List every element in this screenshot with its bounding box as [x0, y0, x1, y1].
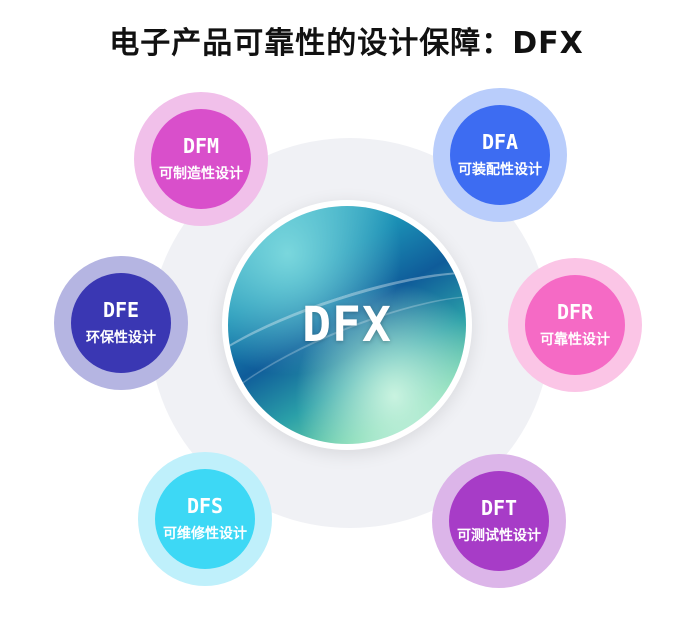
- node-dfm: DFM 可制造性设计: [134, 92, 268, 226]
- node-dfm-disc: DFM 可制造性设计: [151, 109, 251, 209]
- node-dfm-code: DFM: [182, 134, 220, 158]
- node-dfe-name: 环保性设计: [86, 330, 156, 346]
- node-dfs: DFS 可维修性设计: [138, 452, 272, 586]
- node-dfr: DFR 可靠性设计: [508, 258, 642, 392]
- node-dfa-disc: DFA 可装配性设计: [450, 105, 550, 205]
- node-dfa-code: DFA: [481, 130, 519, 154]
- node-dfr-name: 可靠性设计: [540, 332, 610, 348]
- node-dfe-code: DFE: [102, 298, 140, 322]
- center-gradient-disc: [228, 206, 466, 444]
- node-dfs-disc: DFS 可维修性设计: [155, 469, 255, 569]
- page-title: 电子产品可靠性的设计保障：DFX: [109, 26, 584, 61]
- node-dft: DFT 可测试性设计: [432, 454, 566, 588]
- node-dfr-disc: DFR 可靠性设计: [525, 275, 625, 375]
- node-dfs-code: DFS: [186, 494, 224, 518]
- node-dfs-name: 可维修性设计: [163, 526, 247, 542]
- center-circle: DFX: [222, 200, 472, 450]
- node-dfa: DFA 可装配性设计: [433, 88, 567, 222]
- node-dft-code: DFT: [480, 496, 518, 520]
- node-dfe-disc: DFE 环保性设计: [71, 273, 171, 373]
- node-dfm-name: 可制造性设计: [159, 166, 243, 182]
- node-dfr-code: DFR: [556, 300, 594, 324]
- node-dft-name: 可测试性设计: [457, 528, 541, 544]
- node-dfe: DFE 环保性设计: [54, 256, 188, 390]
- center-label: DFX: [302, 297, 392, 353]
- node-dfa-name: 可装配性设计: [458, 162, 542, 178]
- node-dft-disc: DFT 可测试性设计: [449, 471, 549, 571]
